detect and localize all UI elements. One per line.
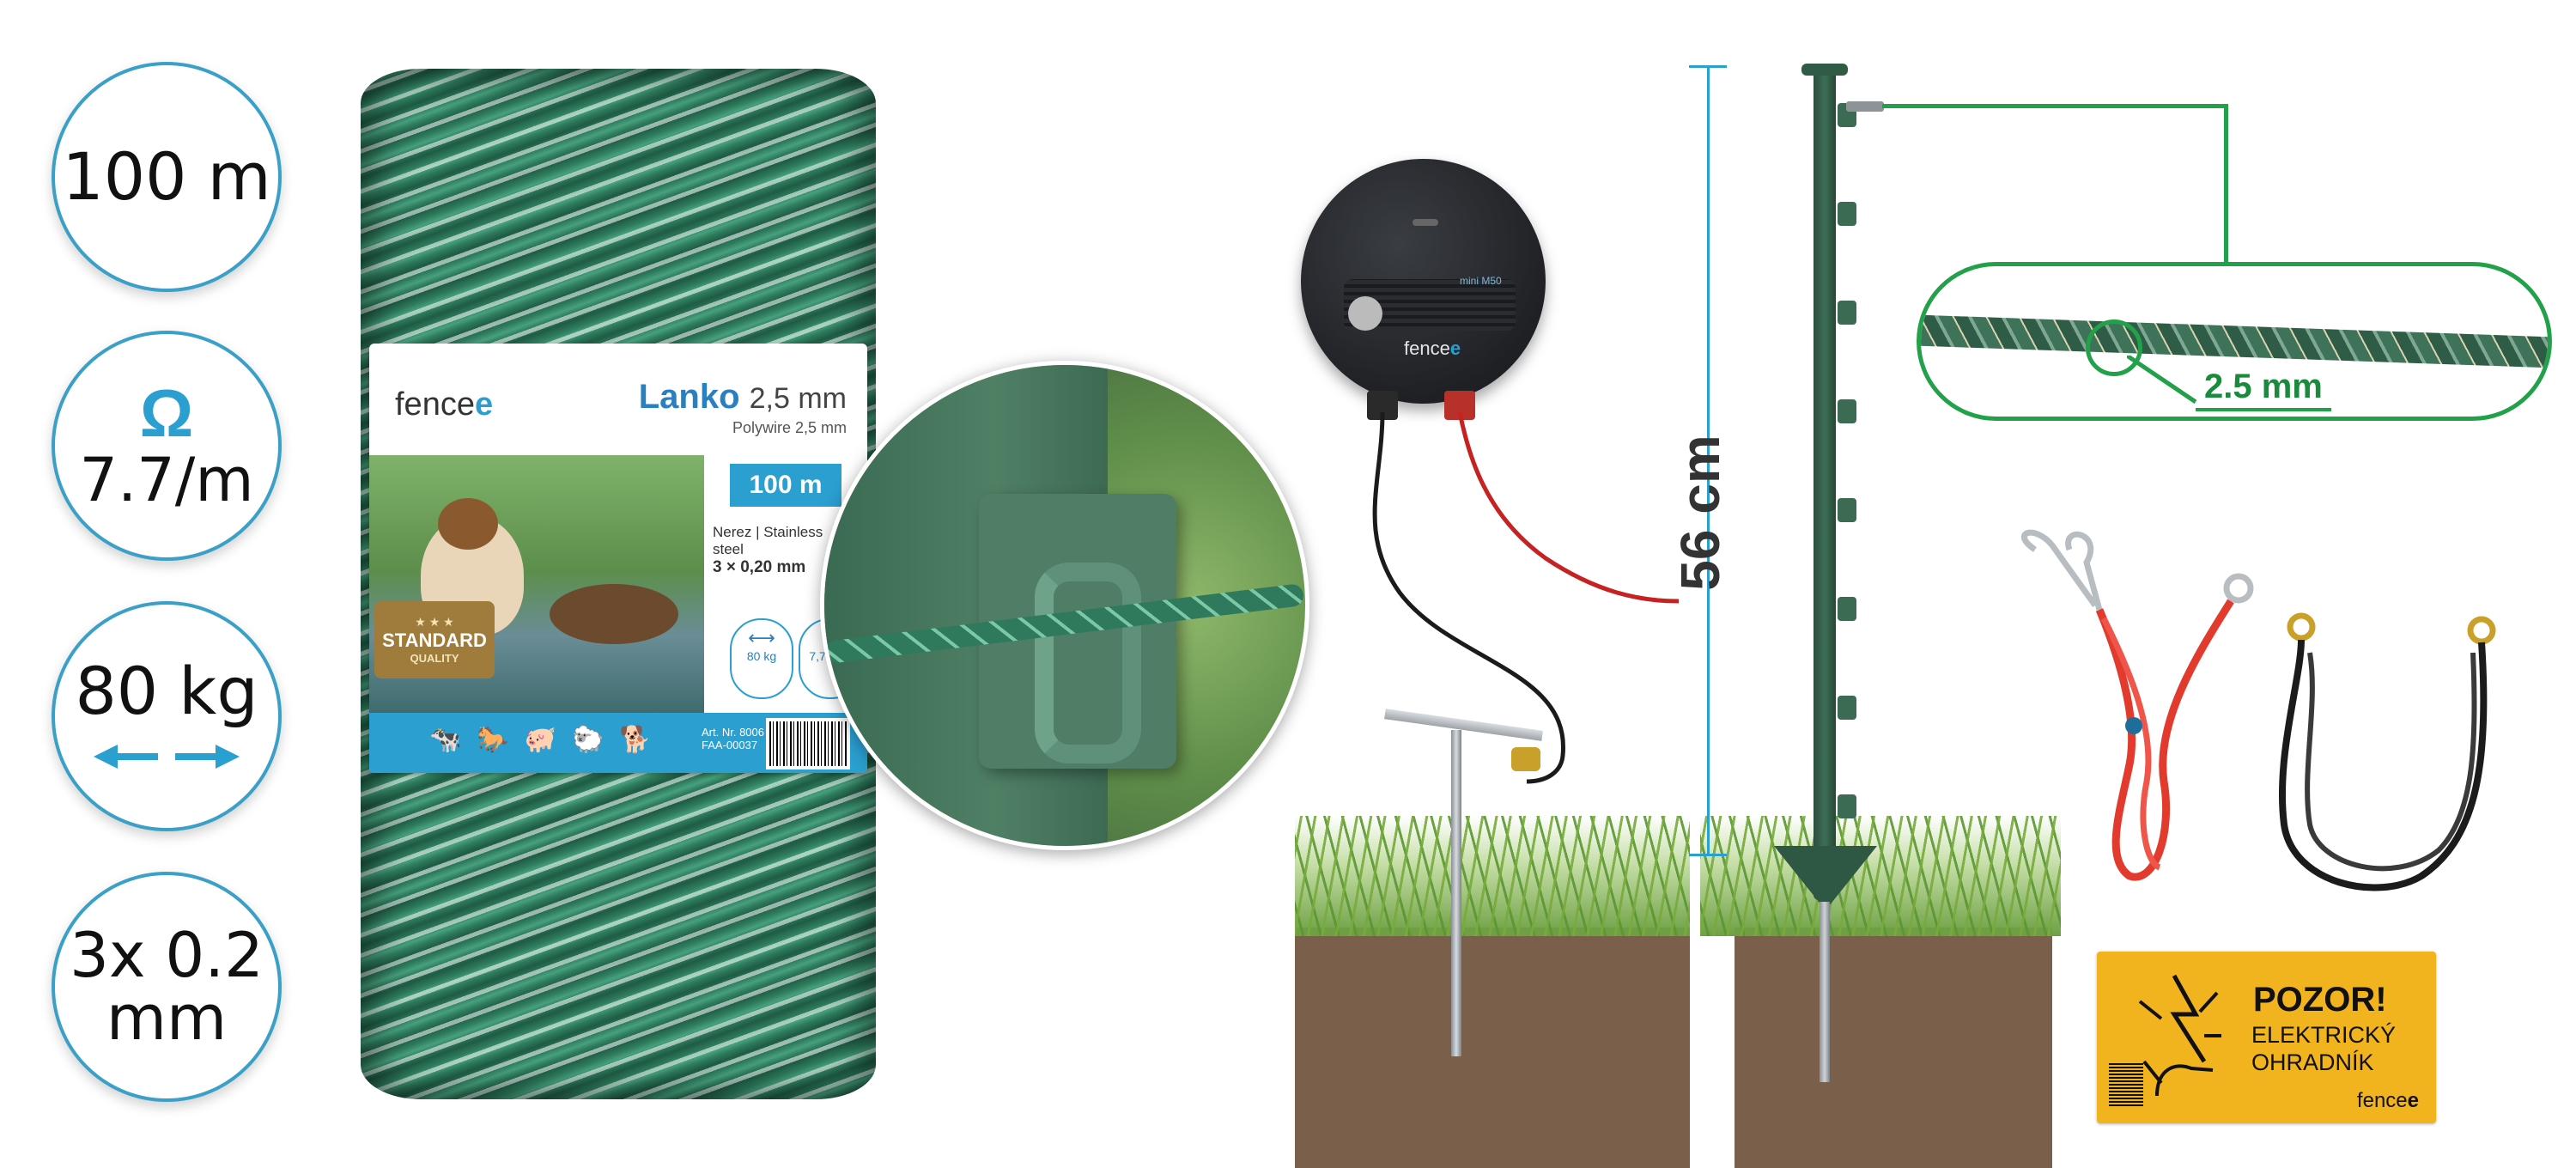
spec-strand-badge: 3x 0.2 mm: [52, 872, 282, 1102]
spec-strand-bottom: mm: [106, 982, 228, 1054]
detail-connector-vertical: [2224, 104, 2228, 264]
height-measure-cap-bottom: [1689, 854, 1727, 856]
warning-sign: POZOR! ELEKTRICKÝ OHRADNÍK fencee: [2097, 952, 2436, 1123]
energizer-brand: fencee: [1404, 338, 1461, 359]
spool-product-name: Lanko 2,5 mm: [638, 378, 847, 416]
spec-strength-text: 80 kg: [75, 653, 258, 729]
spool-strength-mini: ⟷ 80 kg: [730, 618, 793, 699]
spec-length-text: 100 m: [62, 138, 271, 215]
post-clip: [1838, 794, 1856, 818]
animal-icons: 🐄🐎🐖🐑🐕: [429, 726, 667, 754]
spool-article-number: Art. Nr. 8006 FAA-00037: [702, 726, 764, 751]
sign-barcode: [2109, 1063, 2143, 1106]
post-clip: [1838, 597, 1856, 621]
spool-length-badge: 100 m: [730, 464, 841, 507]
double-arrow-mini-icon: ⟷: [748, 627, 775, 648]
spec-resistance-text: 7.7/m: [79, 445, 254, 516]
energizer-button: [1348, 296, 1382, 331]
insulator-zoom-circle: [820, 361, 1309, 850]
warning-brand-logo: fencee: [2356, 1089, 2419, 1112]
ohm-icon: Ω: [139, 374, 194, 451]
wire-spool: fencee Lanko 2,5 mm Polywire 2,5 mm 100 …: [343, 52, 893, 1108]
spool-product-subtitle: Polywire 2,5 mm: [732, 419, 847, 436]
height-measure-cap-top: [1689, 65, 1727, 68]
diameter-pointer: [2127, 356, 2197, 405]
electric-shock-hand-icon: [2138, 974, 2221, 1097]
grass-left: [1295, 816, 1690, 936]
post-clip: [1838, 399, 1856, 423]
energizer-wires: [1372, 411, 1680, 784]
red-connection-cable: [2020, 529, 2254, 881]
energizer-led: [1413, 219, 1438, 226]
black-ground-cable: [2278, 612, 2496, 891]
post-clip: [1838, 301, 1856, 325]
double-arrow-icon: [94, 745, 240, 769]
post-foot: [1774, 846, 1877, 910]
detail-connector-horizontal: [1882, 104, 2226, 108]
fence-energizer: mini M50 fencee: [1301, 159, 1546, 404]
twisted-wire: [1921, 314, 2548, 369]
wire-detail-magnifier: 2.5 mm: [1917, 262, 2552, 421]
post-clip: [1838, 498, 1856, 522]
ground-clamp: [1511, 747, 1540, 771]
post-height-label: 56 cm: [1669, 435, 1731, 591]
energizer-model: mini M50: [1460, 275, 1502, 287]
post-clip: [1838, 202, 1856, 226]
ground-rod: [1451, 730, 1461, 1056]
spec-length-badge: 100 m: [52, 62, 282, 292]
wire-diameter-ring: [2086, 319, 2142, 376]
fence-post-cap: [1801, 64, 1848, 76]
spec-resistance-badge: Ω 7.7/m: [52, 331, 282, 561]
soil-block-left: [1295, 928, 1690, 1168]
insulator-hook: [1035, 563, 1141, 763]
spool-material-text: Nerez | Stainless steel 3 × 0,20 mm: [713, 524, 823, 576]
wire-diameter-label: 2.5 mm: [2196, 368, 2331, 411]
post-clip: [1838, 696, 1856, 720]
spool-label: fencee Lanko 2,5 mm Polywire 2,5 mm 100 …: [369, 344, 867, 773]
post-spike: [1820, 902, 1830, 1082]
spec-strength-badge: 80 kg: [52, 601, 282, 831]
spec-strand-top: 3x 0.2: [70, 918, 264, 991]
warning-line-1: ELEKTRICKÝ: [2251, 1022, 2397, 1048]
warning-title: POZOR!: [2253, 981, 2387, 1019]
grass-right: [1700, 816, 2061, 936]
standard-quality-badge: ★ ★ ★ STANDARD QUALITY: [374, 601, 495, 678]
height-measure-line: [1707, 65, 1710, 855]
warning-line-2: OHRADNÍK: [2251, 1049, 2374, 1075]
soil-block-right: [1735, 928, 2052, 1168]
otter-illustration: [550, 584, 678, 644]
spool-brand-logo: fencee: [395, 386, 494, 423]
fence-post: [1814, 67, 1836, 900]
post-top-wire-holder: [1846, 101, 1884, 112]
star-icons: ★ ★ ★: [415, 615, 454, 629]
